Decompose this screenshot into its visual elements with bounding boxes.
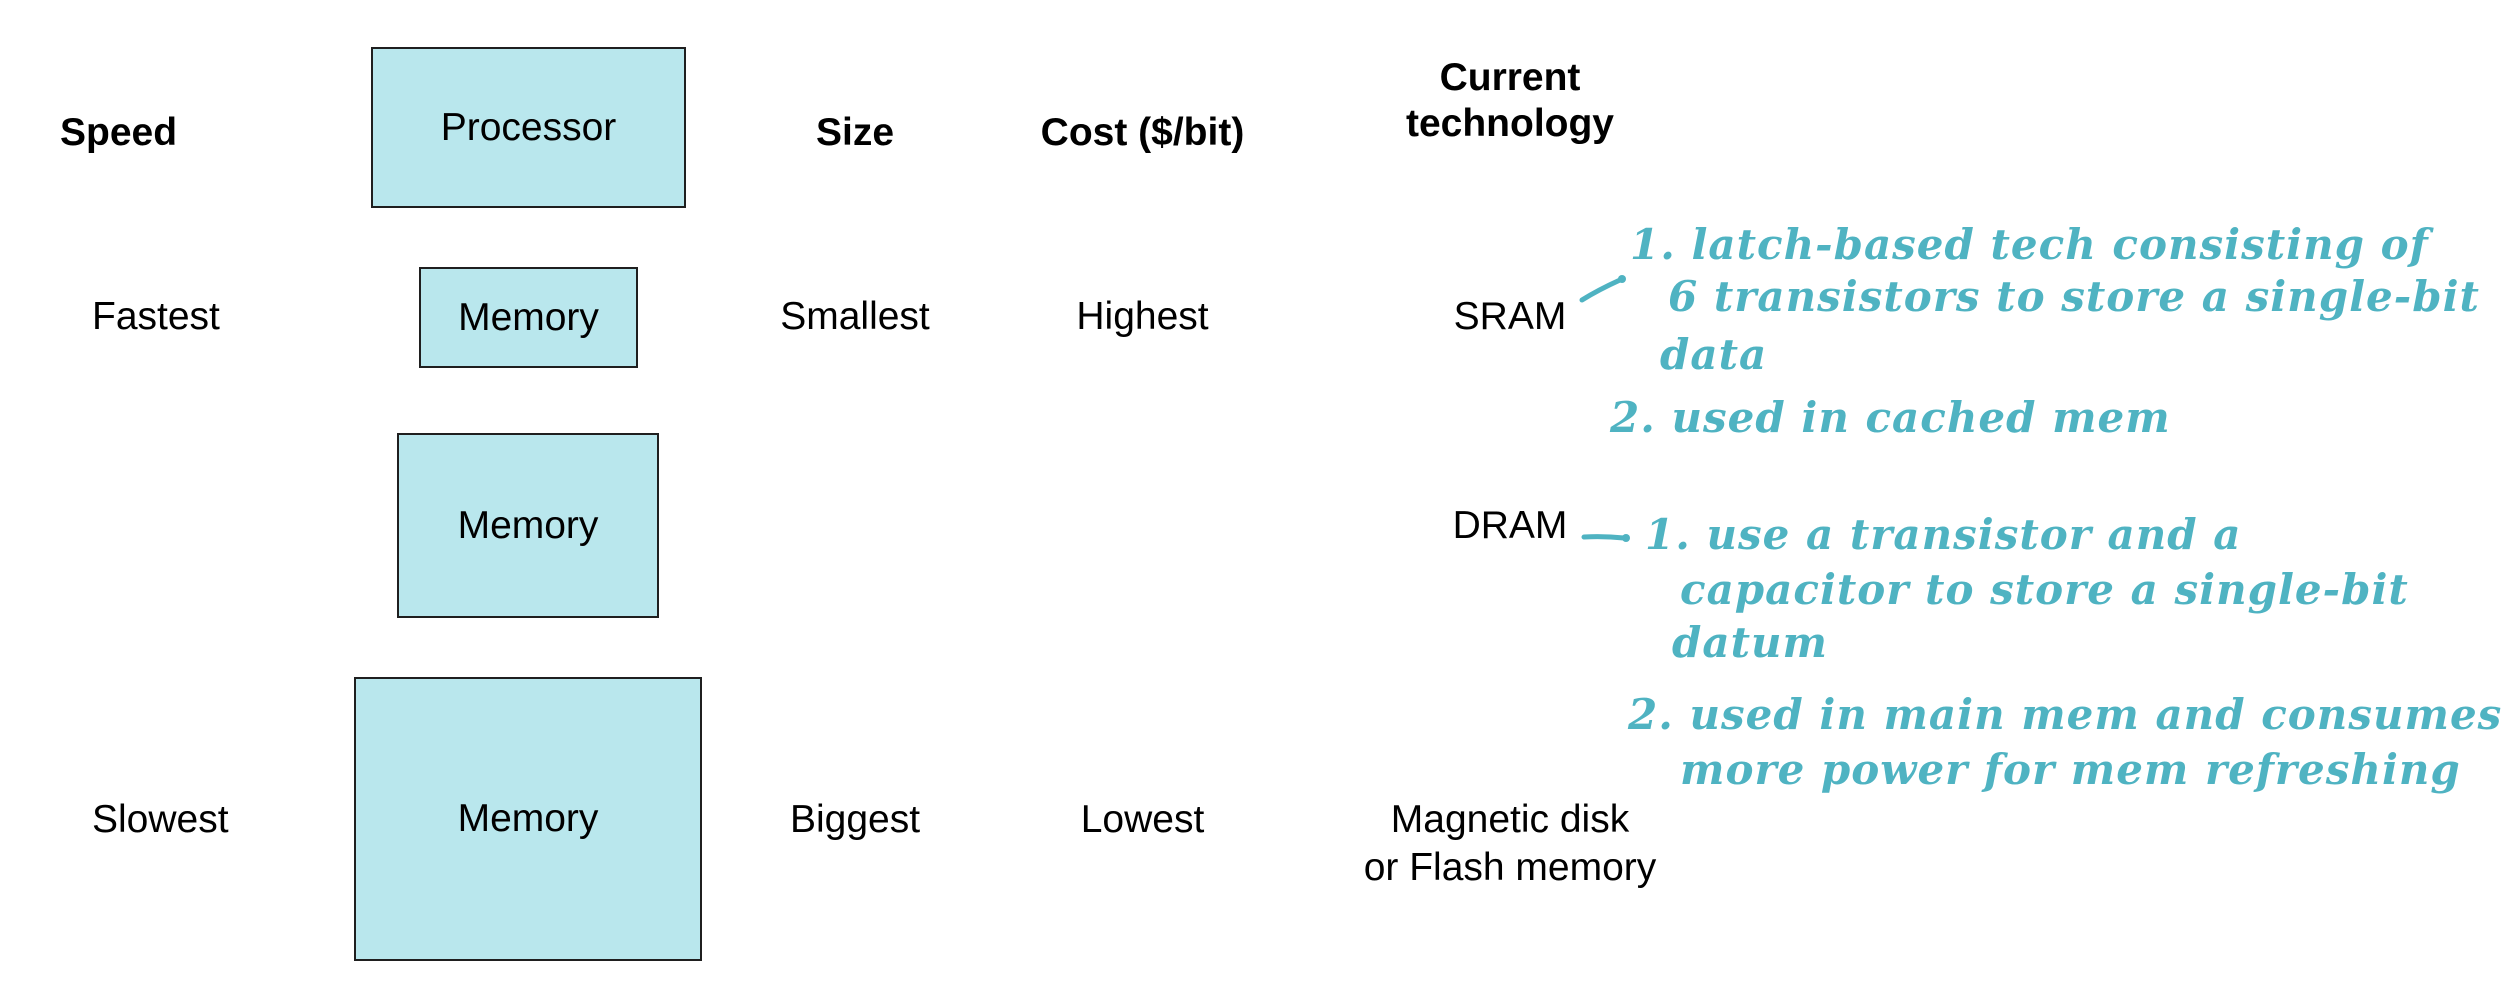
level3-speed: Slowest <box>92 798 229 841</box>
level1-size: Smallest <box>780 295 930 338</box>
level3-technology-line1: Magnetic disk <box>1390 798 1630 841</box>
processor-label: Processor <box>440 105 617 149</box>
level2-memory-box: Memory <box>397 433 659 618</box>
header-size: Size <box>815 111 895 154</box>
sram-note-line4: 2. used in cached mem <box>1610 393 2171 442</box>
dram-arrow-icon <box>1581 534 1630 542</box>
processor-box: Processor <box>371 47 686 208</box>
level1-memory-box: Memory <box>419 267 638 368</box>
header-cost: Cost ($/bit) <box>1040 111 1245 154</box>
dram-note-line5: more power for mem refreshing <box>1680 745 2461 794</box>
header-technology-line1: Current <box>1439 56 1581 99</box>
sram-note-line3: data <box>1660 330 1768 379</box>
level1-technology: SRAM <box>1453 295 1567 338</box>
level2-technology: DRAM <box>1452 504 1568 547</box>
level3-size: Biggest <box>789 798 921 841</box>
level3-cost: Lowest <box>1080 798 1205 841</box>
level1-memory-label: Memory <box>458 295 599 339</box>
level2-memory-label: Memory <box>457 503 599 547</box>
dram-note-line2: capacitor to store a single-bit <box>1680 565 2409 614</box>
level1-cost: Highest <box>1076 295 1209 338</box>
level3-memory-label: Memory <box>457 797 599 840</box>
sram-note-line1: 1. latch-based tech consisting of <box>1630 220 2429 269</box>
dram-note-line3: datum <box>1672 618 1828 667</box>
dram-note-line1: 1. use a transistor and a <box>1645 510 2242 559</box>
sram-note-line2: 6 transistors to store a single-bit <box>1668 272 2480 321</box>
level3-technology-line2: or Flash memory <box>1363 846 1657 889</box>
level3-memory-box: Memory <box>354 677 702 961</box>
level1-speed: Fastest <box>92 295 220 338</box>
header-technology-line2: technology <box>1405 102 1614 145</box>
sram-arrow-icon <box>1579 275 1626 303</box>
dram-note-line4: 2. used in main mem and consumes <box>1628 690 2502 739</box>
header-speed: Speed <box>60 111 178 154</box>
